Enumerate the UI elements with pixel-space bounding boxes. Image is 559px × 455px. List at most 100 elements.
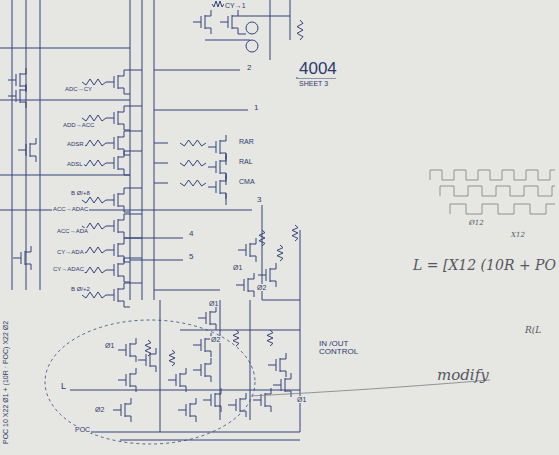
resistor-symbol (82, 160, 106, 166)
transistor-symbol (198, 306, 216, 330)
signal-line (154, 70, 240, 71)
transistor-symbol (106, 151, 124, 175)
wiring (0, 0, 336, 440)
wire (124, 283, 142, 284)
signal-line (0, 175, 130, 176)
wire (160, 300, 161, 432)
signal-name: Ø1 (232, 264, 243, 271)
bus-line (26, 0, 27, 290)
wire (238, 34, 246, 35)
wire (262, 300, 300, 301)
signal-name: ADSL (66, 161, 84, 167)
node-circle (246, 40, 258, 52)
wire (154, 290, 220, 291)
wire (124, 151, 142, 152)
signal-name: B Ø/+2 (70, 286, 91, 292)
transistor-symbol (228, 393, 246, 417)
resistor-symbol (82, 197, 106, 203)
resistor-symbol (233, 330, 239, 346)
timing-sketch (250, 170, 555, 396)
signal-line (154, 110, 248, 111)
resistor-symbol (82, 79, 106, 85)
wire (154, 143, 168, 144)
signal-name: RAL (238, 158, 254, 165)
signal-name: ADSR (66, 141, 85, 147)
signal-name: B Ø/+8 (70, 190, 91, 196)
transistor-symbol (106, 106, 124, 130)
wire (124, 155, 130, 156)
signal-name: SHEET 3 (298, 80, 329, 87)
wire (238, 16, 290, 17)
signal-name: ADD→ACC (62, 122, 95, 128)
wire (124, 188, 142, 189)
wire (290, 0, 291, 40)
signal-name: 5 (188, 253, 194, 261)
transistor-symbol (106, 258, 124, 282)
transistor-symbol (253, 388, 271, 412)
signal-name: IN /OUT CONTROL (318, 340, 366, 357)
resistor-symbol (145, 340, 151, 356)
wire (124, 130, 130, 131)
node-circle (246, 22, 258, 34)
transistor-symbol (106, 238, 124, 262)
signal-name: CY→ADAC (52, 266, 85, 272)
transistor-symbol (106, 188, 124, 212)
wire (154, 183, 168, 184)
signal-name: CMA (238, 178, 256, 185)
transistor-symbol (18, 138, 36, 162)
wire (124, 70, 142, 71)
transistor-symbol (106, 131, 124, 155)
sheet-title: 4004 (298, 60, 338, 78)
transistor-symbol (8, 68, 26, 92)
wire (226, 193, 227, 205)
wire (124, 282, 130, 283)
resistor-symbol (82, 292, 106, 298)
wire (124, 262, 130, 263)
wire (205, 40, 250, 41)
handwritten-note: Ø12 (468, 220, 485, 227)
signal-name: 2 (246, 64, 252, 72)
signal-name: L (60, 382, 67, 391)
transistor-symbol (106, 70, 124, 94)
wire (124, 94, 130, 95)
wire (180, 330, 300, 331)
resistor-symbol (82, 267, 106, 273)
wire (70, 390, 300, 391)
resistor-symbol (82, 247, 106, 253)
signal-name: Ø1 (104, 342, 115, 349)
signal-name: Ø2 (256, 284, 267, 291)
transistor-symbol (208, 155, 226, 179)
resistor-symbol (82, 115, 106, 121)
signal-name: 1 (253, 104, 259, 112)
wire (124, 214, 142, 215)
transistor-symbol (220, 10, 238, 34)
resistor-symbol (259, 230, 265, 246)
bus-line (154, 0, 155, 300)
transistor-symbol (118, 368, 136, 392)
signal-line (130, 260, 183, 261)
transistor-symbol (268, 353, 286, 377)
bus-line (12, 0, 13, 290)
signal-name: Ø2 (94, 406, 105, 413)
transistor-symbol (13, 246, 31, 270)
handwritten-note: X12 (510, 232, 526, 239)
signal-name: 3 (256, 196, 262, 204)
dashed-line (120, 440, 300, 441)
transistor-symbol (118, 338, 136, 362)
transistor-symbol (193, 358, 211, 382)
handwritten-note: L = [X12 (10R + PO (412, 258, 557, 273)
resistor-symbol (297, 20, 303, 40)
transistor-symbol (8, 84, 26, 108)
transistor-symbol (193, 10, 211, 34)
transistor-symbol (236, 273, 254, 297)
signal-name: ADC→CY (64, 86, 93, 92)
signal-name: Ø1 (208, 300, 219, 307)
wire (124, 131, 142, 132)
group-outline (45, 320, 255, 444)
wire (90, 432, 300, 433)
resistor-symbol (180, 160, 206, 166)
wire (124, 175, 130, 176)
resistor-symbol (180, 140, 206, 146)
resistor-symbol (169, 350, 175, 366)
transistor-symbol (273, 373, 291, 397)
